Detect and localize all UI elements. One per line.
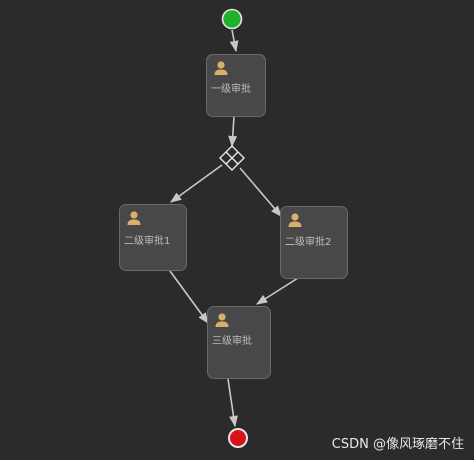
- plus-icon: [225, 151, 239, 165]
- task-second-level-approval-2[interactable]: 二级审批2: [280, 206, 348, 279]
- user-icon: [214, 61, 228, 75]
- user-icon: [127, 211, 141, 225]
- sequence-flows: [169, 29, 299, 428]
- flow-gateway-to-task2b[interactable]: [239, 167, 282, 217]
- start-event[interactable]: [221, 8, 243, 30]
- flow-gateway-to-task2a[interactable]: [170, 164, 223, 203]
- user-icon: [215, 313, 229, 327]
- end-event[interactable]: [228, 428, 248, 448]
- user-icon: [288, 213, 302, 227]
- task-first-level-approval[interactable]: 一级审批: [206, 54, 266, 117]
- flow-task1-to-gateway[interactable]: [228, 116, 238, 148]
- flow-task2b-to-task3[interactable]: [256, 277, 299, 305]
- flow-task2a-to-task3[interactable]: [169, 270, 209, 324]
- parallel-gateway[interactable]: [219, 145, 245, 171]
- task-label: 一级审批: [211, 84, 251, 95]
- task-label: 三级审批: [212, 336, 252, 347]
- watermark: CSDN @像风琢磨不住: [331, 437, 464, 452]
- flow-start-to-task1[interactable]: [229, 29, 239, 53]
- task-label: 二级审批2: [285, 237, 332, 248]
- task-second-level-approval-1[interactable]: 二级审批1: [119, 204, 187, 271]
- task-label: 二级审批1: [124, 236, 171, 247]
- flow-task3-to-end[interactable]: [227, 378, 238, 428]
- task-third-level-approval[interactable]: 三级审批: [207, 306, 271, 379]
